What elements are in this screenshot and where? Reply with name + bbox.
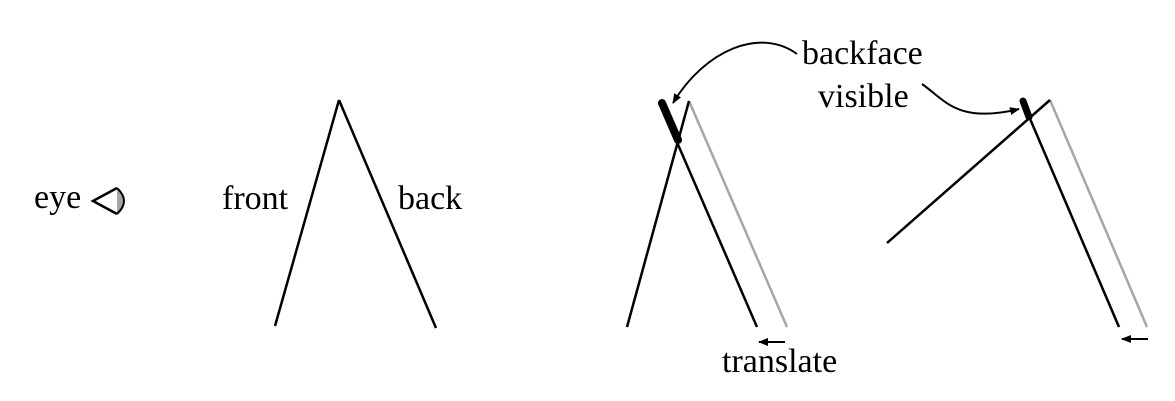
two-sided-polygon <box>273 99 438 329</box>
eye-label: eye <box>34 179 81 216</box>
ghost-surface-line-2 <box>1048 99 1149 328</box>
translate-label: translate <box>722 343 837 380</box>
visible-backface-segment-2 <box>1019 97 1033 121</box>
back-face-line-3 <box>1020 99 1121 328</box>
translated-polygon <box>625 99 789 328</box>
front-face-line-3 <box>886 99 1051 244</box>
back-label: back <box>398 180 462 217</box>
backface-label-line1: backface <box>802 35 923 72</box>
translated-polygon-2 <box>886 97 1149 328</box>
backface-label-line2: visible <box>818 78 909 115</box>
eye-icon <box>90 186 125 216</box>
ghost-surface-line <box>687 100 789 328</box>
front-face-line <box>273 99 341 327</box>
visible-backface-segment <box>658 99 682 144</box>
annotation-arrow-icon <box>672 41 1020 116</box>
back-face-line <box>337 99 438 329</box>
front-label: front <box>222 180 289 217</box>
